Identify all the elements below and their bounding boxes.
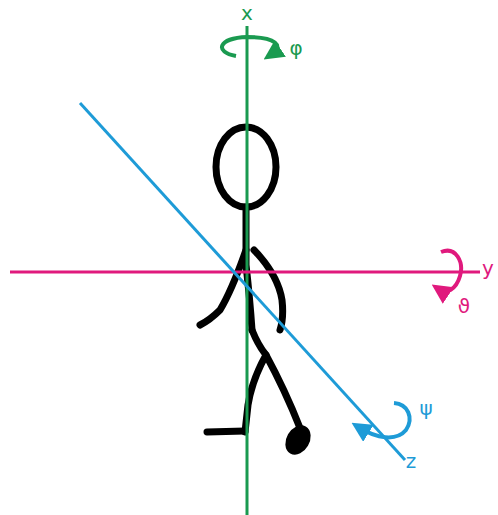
- axis-label: ψ: [419, 398, 432, 418]
- z-axis: [80, 103, 405, 460]
- rotation-arrow: [440, 251, 461, 292]
- stick-figure: [200, 127, 311, 454]
- rotation-arrow: [360, 403, 410, 437]
- axis-label: y: [482, 258, 494, 278]
- axis-label: ϑ: [458, 296, 470, 316]
- rotation-arrow: [222, 37, 277, 56]
- axis-label: z: [406, 451, 417, 471]
- axis-label: φ: [289, 38, 302, 58]
- axis-label: x: [241, 3, 253, 23]
- y-axis: [10, 271, 480, 274]
